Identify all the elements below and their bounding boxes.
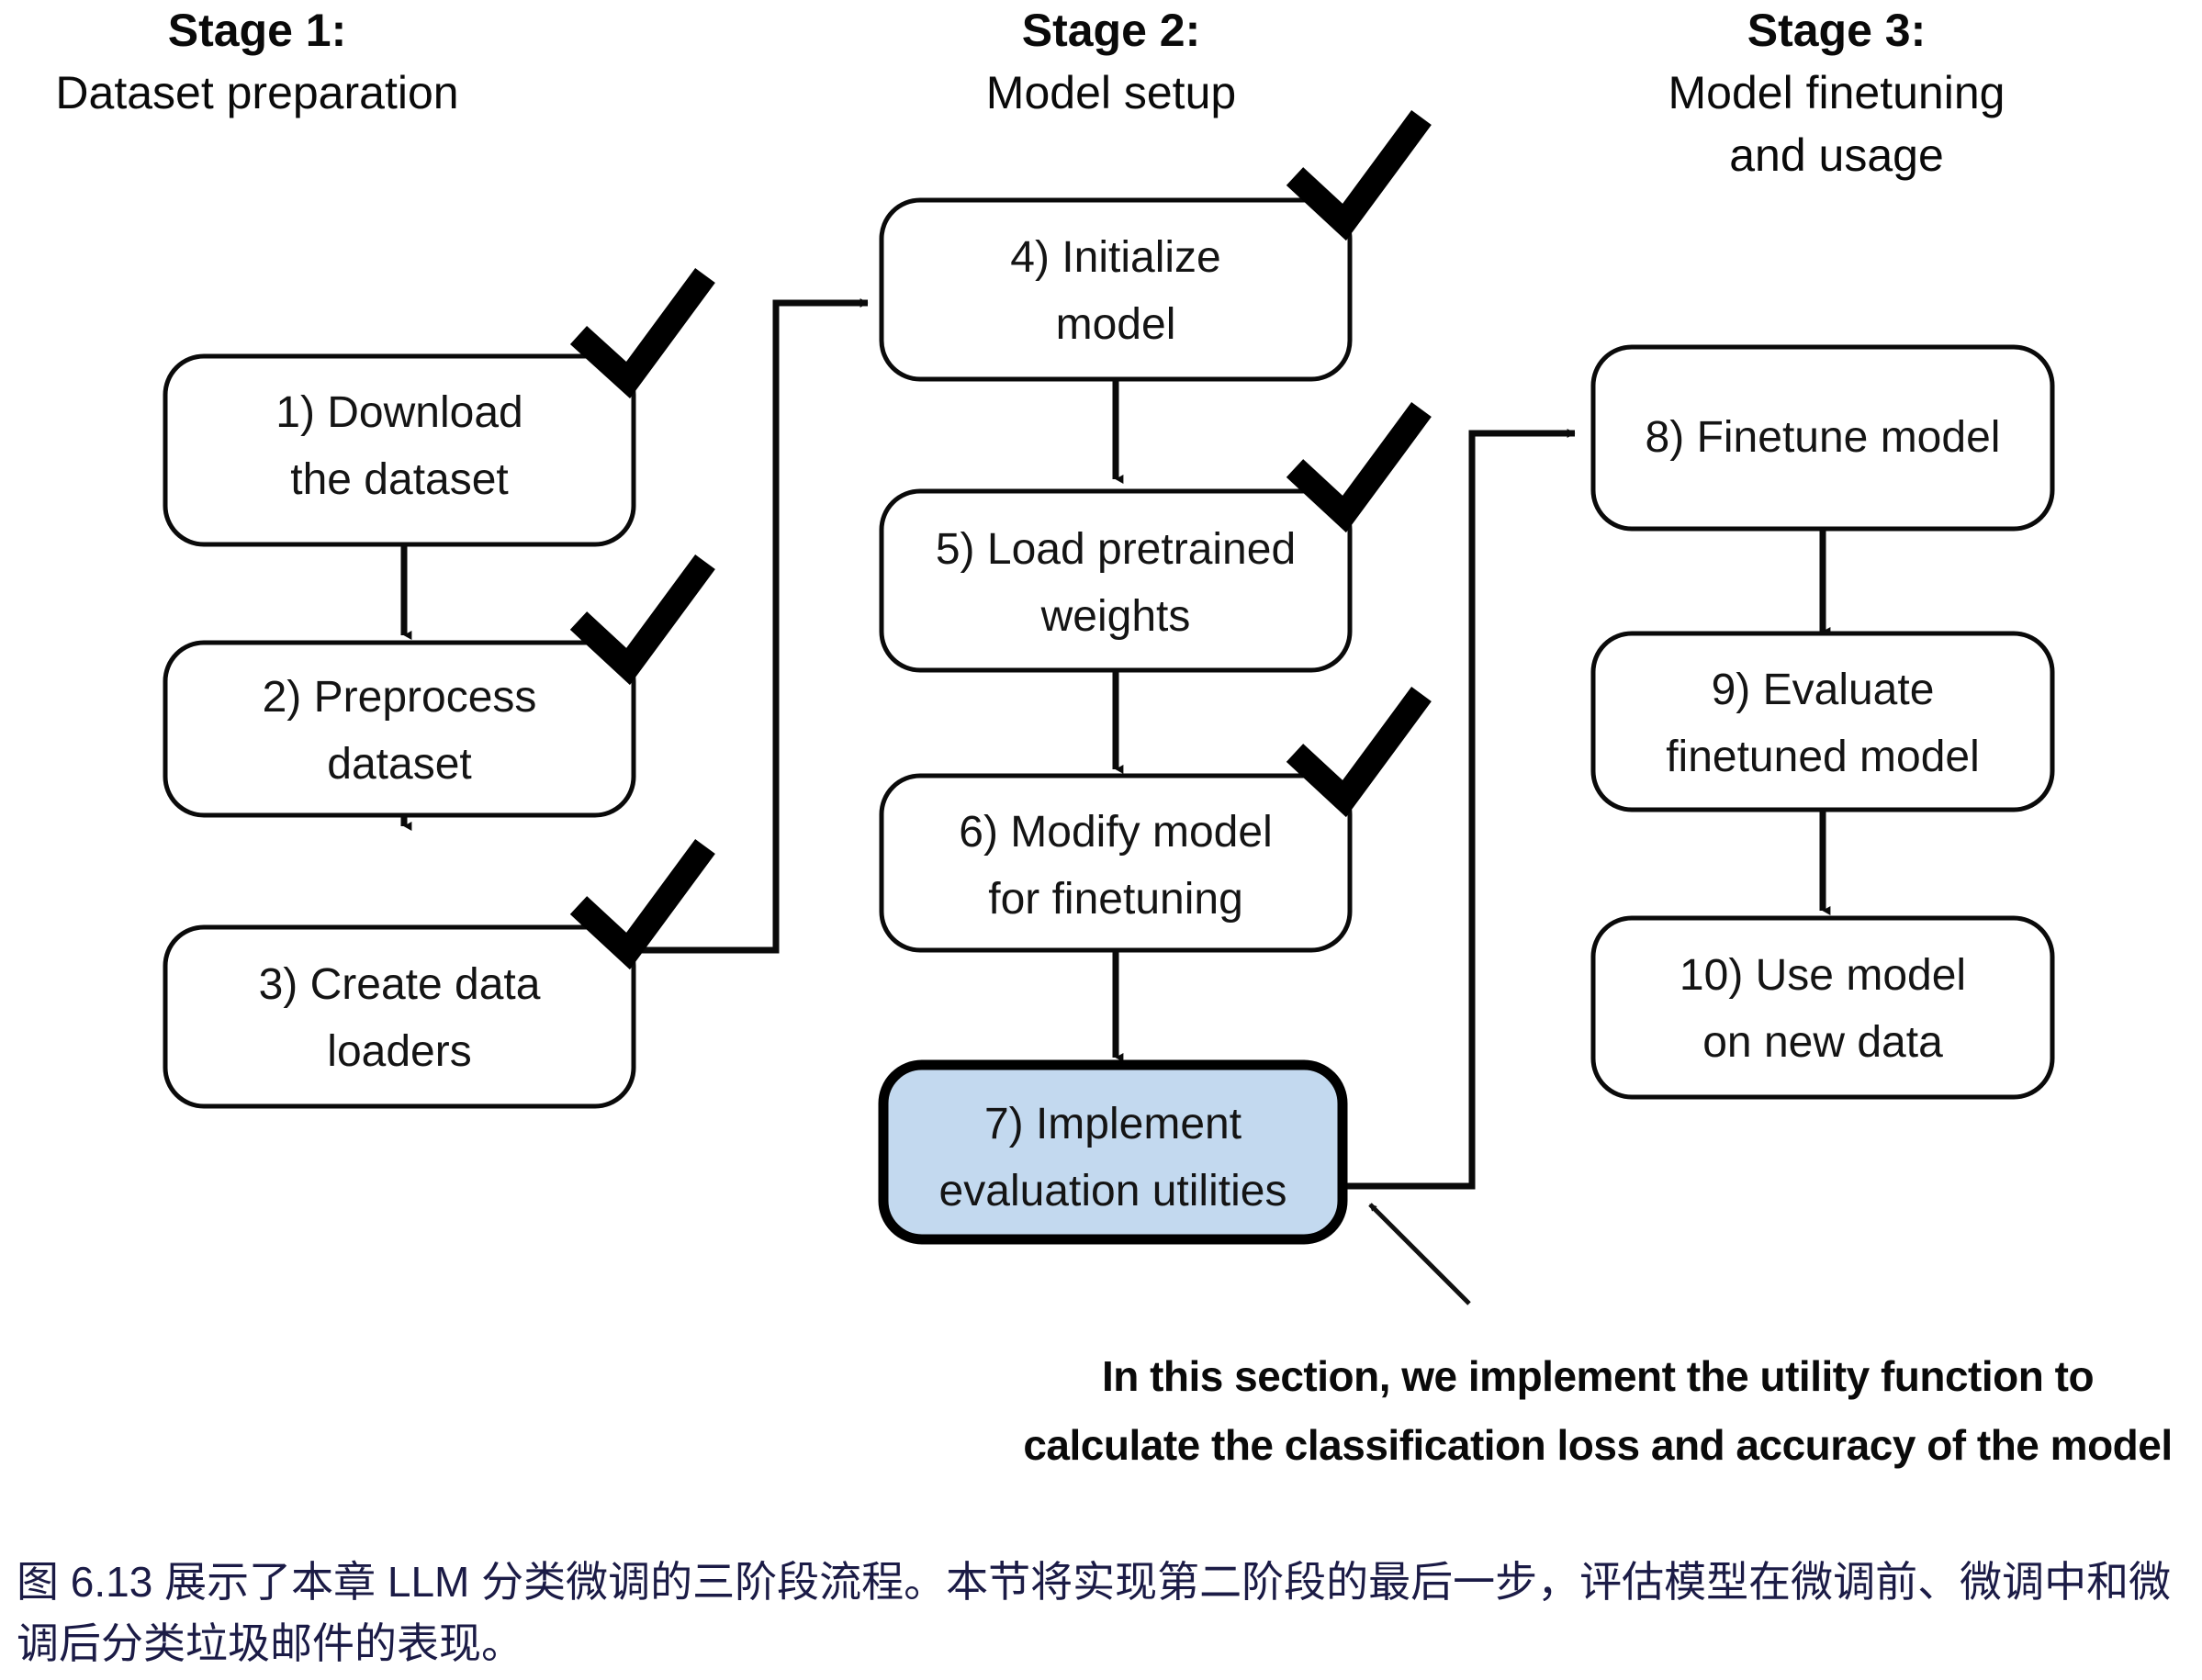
node-3-box[interactable]	[163, 924, 636, 1109]
node-9-label-line-1: 9) Evaluate	[1712, 666, 1935, 714]
node-6-label-line-1: 6) Modify model	[959, 808, 1272, 857]
node-2-label-line-1: 2) Preprocess	[263, 673, 537, 722]
node-2-label-line-2: dataset	[327, 740, 471, 789]
node-10-box[interactable]	[1590, 915, 2055, 1100]
node-3[interactable]: 3) Create data loaders	[163, 838, 715, 1109]
node-2-box[interactable]	[163, 640, 636, 818]
stage-2-title: Stage 2:	[1022, 5, 1201, 56]
node-10-label-line-2: on new data	[1702, 1018, 1943, 1067]
node-7-label-line-2: evaluation utilities	[939, 1167, 1287, 1215]
node-7[interactable]: 7) Implement evaluation utilities	[878, 1059, 1348, 1245]
node-1[interactable]: 1) Download the dataset	[163, 267, 715, 547]
stage-1-title: Stage 1:	[168, 5, 347, 56]
node-4-label-line-1: 4) Initialize	[1010, 233, 1220, 282]
connector-7-to-8	[1341, 429, 1576, 1190]
node-9-box[interactable]	[1590, 631, 2055, 812]
node-7-label-line-1: 7) Implement	[984, 1100, 1241, 1148]
stage-3-title: Stage 3:	[1747, 5, 1927, 56]
node-4-label-line-2: model	[1056, 300, 1176, 349]
callout-line-2: calculate the classification loss and ac…	[1023, 1421, 2172, 1469]
node-9-label-line-2: finetuned model	[1666, 733, 1980, 781]
checkmark-icon	[1286, 109, 1432, 241]
flowchart-diagram: Stage 1: Dataset preparation Stage 2: Mo…	[55, 5, 2173, 1469]
node-10[interactable]: 10) Use model on new data	[1590, 915, 2055, 1100]
node-1-label-line-2: the dataset	[290, 455, 509, 504]
node-8[interactable]: 8) Finetune model	[1590, 344, 2055, 532]
connector-3-to-4	[634, 298, 869, 954]
node-5[interactable]: 5) Load pretrained weights	[879, 401, 1432, 673]
node-8-label-line-1: 8) Finetune model	[1646, 413, 2001, 462]
stage-3-subtitle-line-2: and usage	[1729, 129, 1944, 181]
node-3-label-line-1: 3) Create data	[259, 960, 541, 1009]
checkmark-icon	[569, 267, 715, 399]
node-2[interactable]: 2) Preprocess dataset	[163, 554, 715, 818]
checkmark-icon	[1286, 686, 1432, 818]
node-6-label-line-2: for finetuning	[988, 875, 1243, 924]
node-10-label-line-1: 10) Use model	[1680, 951, 1966, 1000]
callout-arrow	[1368, 1203, 1471, 1305]
node-4[interactable]: 4) Initialize model	[879, 109, 1432, 382]
stage-2-subtitle: Model setup	[986, 67, 1236, 118]
node-3-label-line-2: loaders	[327, 1027, 471, 1076]
stage-2-header: Stage 2: Model setup	[986, 5, 1236, 118]
node-1-box[interactable]	[163, 353, 636, 547]
checkmark-icon	[1286, 401, 1432, 533]
stage-1-subtitle: Dataset preparation	[55, 67, 458, 118]
node-5-box[interactable]	[879, 488, 1353, 673]
node-6-box[interactable]	[879, 773, 1353, 953]
stage-1-header: Stage 1: Dataset preparation	[55, 5, 458, 118]
stage-3-subtitle-line-1: Model finetuning	[1668, 67, 2005, 118]
node-9[interactable]: 9) Evaluate finetuned model	[1590, 631, 2055, 812]
node-8-box[interactable]	[1590, 344, 2055, 532]
node-5-label-line-1: 5) Load pretrained	[936, 525, 1296, 574]
stage-3-header: Stage 3: Model finetuning and usage	[1668, 5, 2005, 181]
node-1-label-line-1: 1) Download	[275, 388, 522, 437]
figure-caption: 图 6.13 展示了本章 LLM 分类微调的三阶段流程。本节将实现第二阶段的最后…	[17, 1558, 2172, 1667]
node-6[interactable]: 6) Modify model for finetuning	[879, 686, 1432, 953]
node-7-box[interactable]	[878, 1059, 1348, 1245]
node-4-box[interactable]	[879, 197, 1353, 382]
checkmark-icon	[569, 838, 715, 970]
checkmark-icon	[569, 554, 715, 686]
callout-line-1: In this section, we implement the utilit…	[1102, 1352, 2094, 1400]
node-5-label-line-2: weights	[1040, 592, 1191, 641]
